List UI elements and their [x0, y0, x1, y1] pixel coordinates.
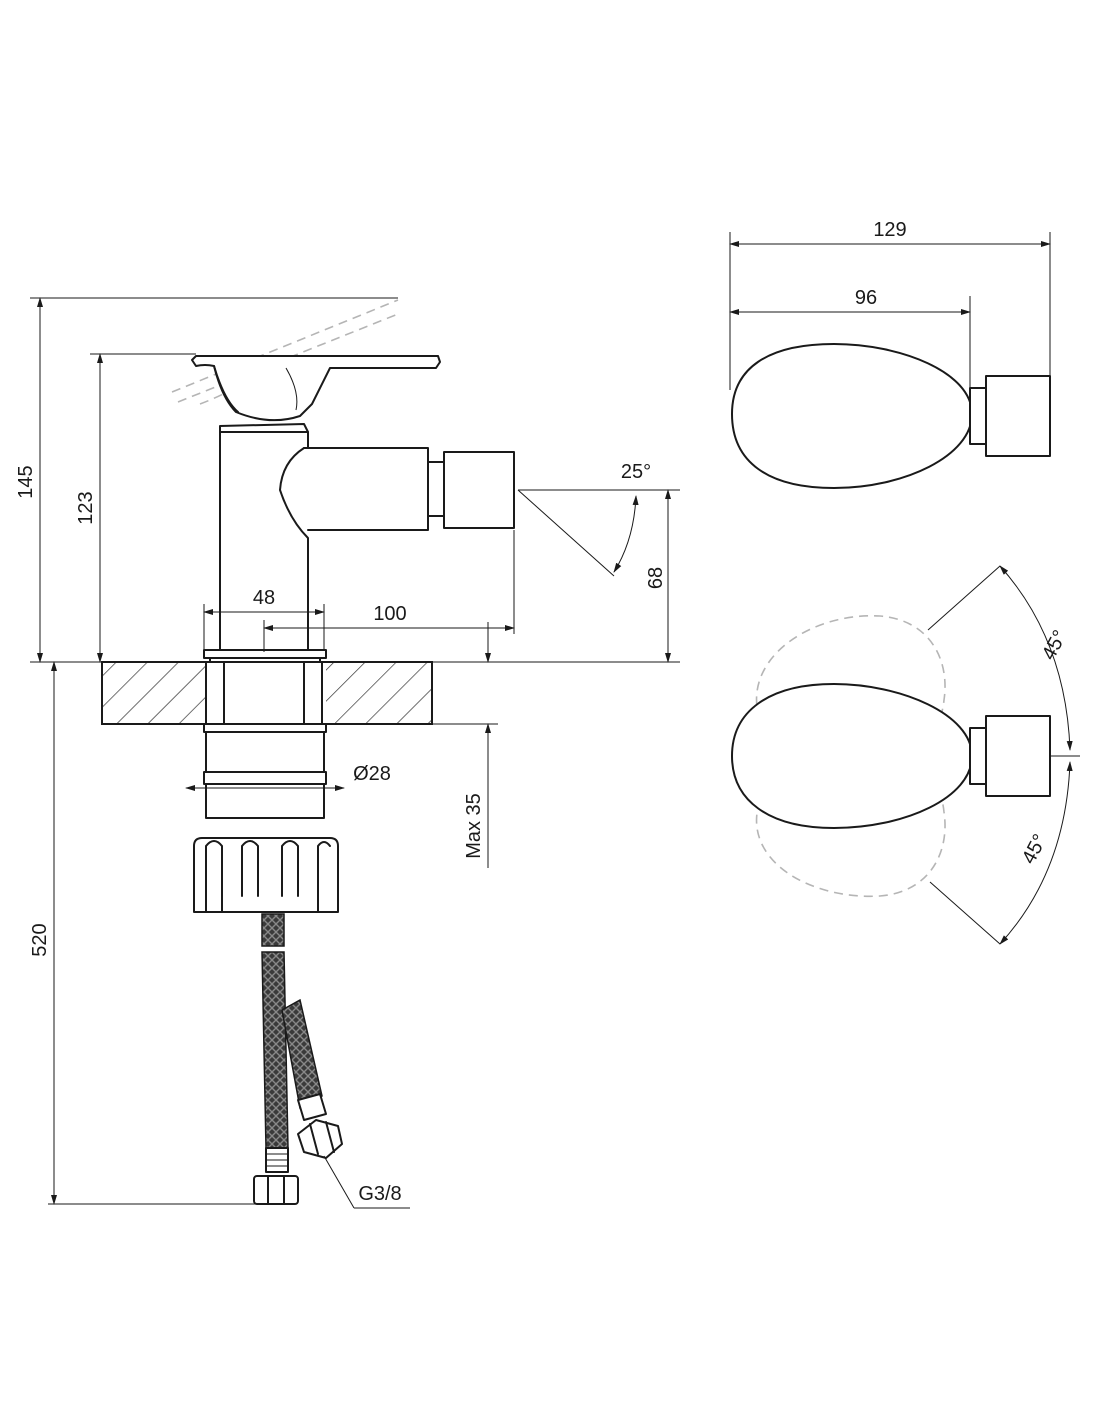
dim-spout-reach: 100: [373, 603, 406, 625]
dim-outlet-height: 68: [645, 567, 667, 589]
dim-shank-diameter: Ø28: [353, 763, 391, 785]
dim-overall-length: 129: [873, 219, 906, 241]
dim-hose-length: 520: [29, 923, 51, 956]
dim-lever-length: 96: [855, 287, 877, 309]
rotation-view: [731, 615, 1051, 898]
side-view: [101, 299, 515, 1205]
dim-spout-angle: 25°: [621, 461, 651, 483]
top-view: [731, 343, 1051, 489]
side-view-dimensions: 145 123 48 100 25° 68 Ø28 Max 35: [15, 297, 680, 1209]
lever: [191, 355, 441, 422]
dim-body-width: 48: [253, 587, 275, 609]
dim-body-height: 123: [75, 491, 97, 524]
dim-max-deck-thickness: Max 35: [463, 793, 485, 859]
dim-hose-thread: G3/8: [358, 1183, 401, 1205]
dim-rotation-angle-down: 45°: [1018, 831, 1052, 868]
shank-assembly: [101, 649, 433, 913]
top-view-dimensions: 129 96: [729, 219, 1051, 390]
tap-body: [219, 423, 515, 651]
dim-overall-height: 145: [15, 465, 37, 498]
supply-hoses: [253, 913, 343, 1205]
